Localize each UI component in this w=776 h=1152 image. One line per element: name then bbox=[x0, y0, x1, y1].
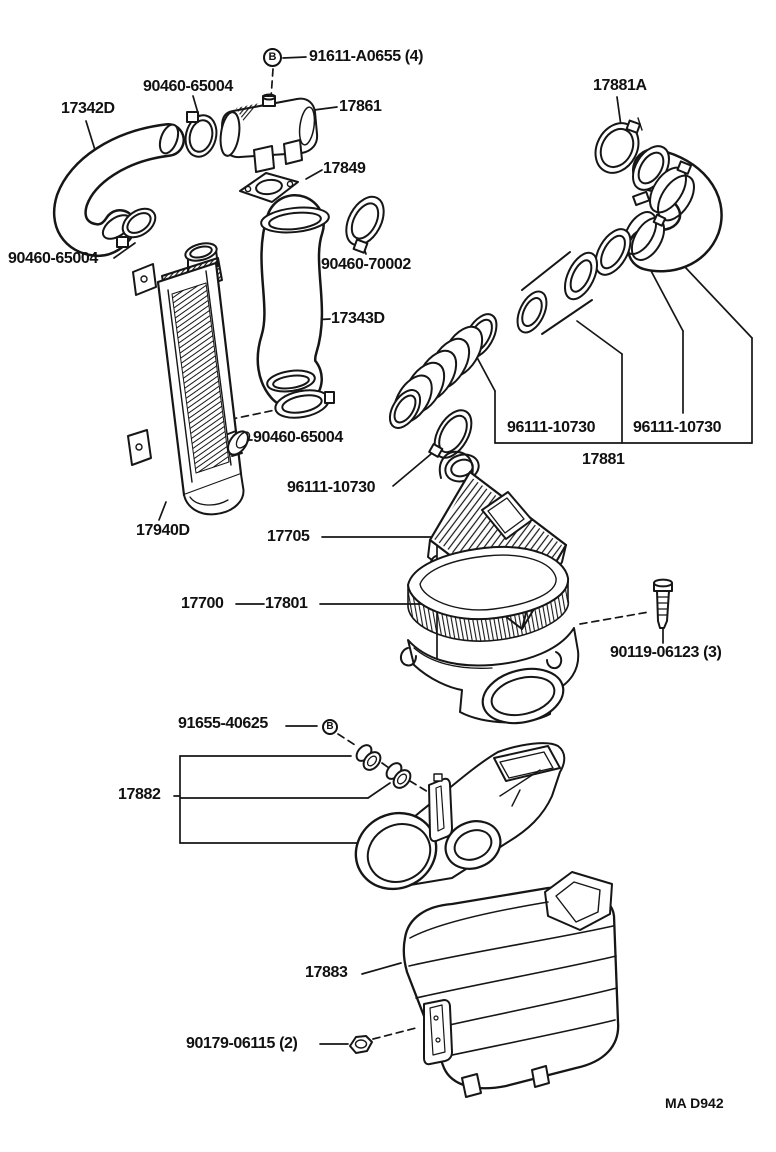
label-17700: 17700 bbox=[181, 595, 224, 612]
hose-17881-art bbox=[622, 145, 723, 273]
label-90460-65004-mid: 90460-65004 bbox=[253, 429, 343, 446]
label-90179-06115: 90179-06115 (2) bbox=[186, 1035, 298, 1052]
bellows-hose-art bbox=[388, 325, 484, 429]
figure-code: MA D942 bbox=[665, 1095, 724, 1111]
label-17705: 17705 bbox=[267, 528, 310, 545]
label-96111-10730-b: 96111-10730 bbox=[633, 419, 722, 436]
label-17342d: 17342D bbox=[61, 100, 115, 117]
resonator-17883-art bbox=[402, 871, 620, 1098]
bolt-callout-b-lower: B bbox=[322, 719, 338, 735]
clamp-96111-10730-upper-art bbox=[594, 228, 632, 276]
clamp-90460-65004-left-art bbox=[116, 207, 157, 248]
label-96111-10730-a: 96111-10730 bbox=[507, 419, 596, 436]
label-91655-40625: 91655-40625 bbox=[178, 715, 268, 732]
label-17882: 17882 bbox=[118, 786, 161, 803]
filter-element-17801-art bbox=[407, 546, 570, 642]
label-17801: 17801 bbox=[265, 595, 308, 612]
label-17881a: 17881A bbox=[593, 77, 647, 94]
gasket-17849-art bbox=[239, 172, 299, 203]
hose-17343d-art bbox=[256, 194, 330, 409]
label-90460-65004-left: 90460-65004 bbox=[8, 250, 98, 267]
duct-17882-art bbox=[354, 742, 566, 891]
label-90119-06123: 90119-06123 (3) bbox=[610, 644, 722, 661]
label-17883: 17883 bbox=[305, 964, 348, 981]
label-90460-65004-top: 90460-65004 bbox=[143, 78, 233, 95]
clamp-90460-65004-top-art bbox=[184, 111, 218, 158]
clamp-90460-65004-mid-art bbox=[274, 389, 335, 419]
bolt-90119-06123-art bbox=[653, 578, 673, 629]
clamp-17881a-art bbox=[594, 117, 643, 174]
grommets-91655-art bbox=[355, 744, 412, 789]
bolt-callout-b-top: B bbox=[263, 48, 282, 67]
label-17861: 17861 bbox=[339, 98, 382, 115]
label-17881: 17881 bbox=[582, 451, 625, 468]
label-96111-10730-c: 96111-10730 bbox=[287, 479, 376, 496]
label-17940d: 17940D bbox=[136, 522, 190, 539]
intercooler-17940d-art bbox=[127, 242, 251, 516]
air-cleaner-case-art bbox=[400, 627, 580, 725]
nut-90179-06115-art bbox=[349, 1035, 373, 1054]
inlet-pipe-coupler-art bbox=[516, 251, 599, 335]
label-17343d: 17343D bbox=[331, 310, 385, 327]
pipe-17861-art bbox=[219, 93, 319, 173]
label-90460-70002: 90460-70002 bbox=[321, 256, 411, 273]
clamp-96111-10730-neck-art bbox=[428, 409, 473, 459]
label-17849: 17849 bbox=[323, 160, 366, 177]
label-91611-a0655: 91611-A0655 (4) bbox=[309, 48, 424, 65]
clamp-90460-70002-art bbox=[345, 195, 385, 254]
